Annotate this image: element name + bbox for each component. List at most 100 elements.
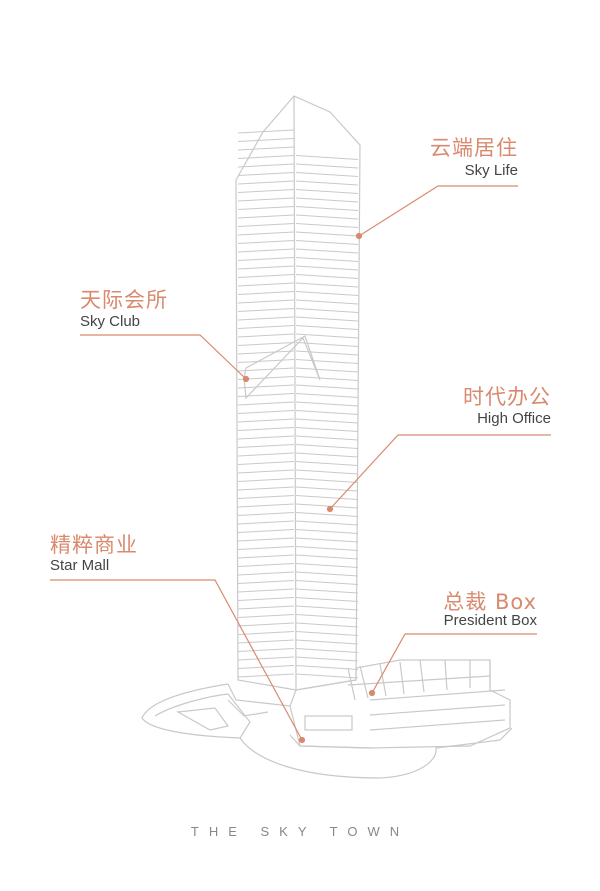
floor-line-east	[295, 648, 359, 653]
floor-line-east	[295, 588, 359, 594]
floor-line-west	[237, 648, 295, 652]
floor-line-west	[237, 537, 295, 542]
floor-line-east	[295, 197, 359, 203]
floor-line-east	[295, 367, 359, 373]
high-office-title: 时代办公	[463, 385, 551, 409]
floor-line-east	[295, 605, 359, 611]
sky-life-leader	[358, 185, 518, 237]
floor-line-east	[295, 291, 359, 296]
floor-line-west	[237, 580, 295, 584]
floor-line-west	[237, 316, 295, 321]
floor-line-west	[237, 486, 295, 491]
floor-line-east	[295, 597, 359, 602]
floor-line-east	[295, 469, 359, 475]
floor-line-east	[295, 656, 359, 662]
floor-line-east	[295, 248, 359, 254]
floor-line-west	[237, 359, 295, 363]
floor-line-east	[295, 410, 359, 415]
floor-line-east	[295, 350, 359, 356]
star-mall-dot	[298, 736, 306, 744]
floor-line-east	[295, 512, 359, 517]
floor-line-west	[237, 274, 295, 278]
floor-line-west	[237, 520, 295, 525]
floor-line-east	[295, 546, 359, 551]
floor-line-west	[237, 495, 295, 499]
floor-line-west	[237, 257, 295, 261]
floor-line-east	[295, 282, 359, 288]
floor-line-east	[295, 257, 359, 262]
floor-line-west	[237, 240, 295, 244]
floor-line-west	[237, 571, 295, 576]
floor-line-east	[295, 622, 359, 628]
floor-line-east	[295, 155, 359, 160]
floor-line-east	[295, 359, 359, 364]
sky-life-title: 云端居住	[430, 136, 518, 160]
floor-line-west	[237, 554, 295, 559]
floor-line-east	[295, 571, 359, 577]
floor-line-east	[295, 265, 359, 271]
floor-line-east	[295, 180, 359, 186]
floor-line-west	[237, 350, 295, 355]
floor-line-west	[237, 138, 295, 142]
floor-line-east	[295, 614, 359, 619]
floor-line-east	[295, 376, 359, 381]
sky-life-subtitle: Sky Life	[464, 162, 518, 179]
floor-line-west	[237, 384, 295, 389]
floor-line-west	[237, 673, 295, 678]
floor-line-east	[295, 333, 359, 339]
high-office-subtitle: High Office	[477, 410, 551, 427]
floor-line-west	[237, 163, 295, 168]
floor-line-west	[237, 597, 295, 601]
floor-line-east	[295, 537, 359, 543]
floor-line-east	[295, 325, 359, 330]
floor-line-west	[237, 291, 295, 295]
floor-line-east	[295, 665, 359, 670]
floor-line-east	[295, 478, 359, 483]
floor-line-east	[295, 393, 359, 398]
floor-line-west	[237, 665, 295, 669]
floor-line-west	[237, 265, 295, 270]
floor-line-east	[295, 639, 359, 645]
floor-line-west	[237, 444, 295, 448]
floor-line-west	[237, 461, 295, 465]
floor-line-west	[237, 282, 295, 287]
star-mall-leader	[50, 579, 303, 741]
floor-line-east	[295, 189, 359, 194]
floor-line-west	[237, 410, 295, 414]
floor-line-east	[295, 231, 359, 237]
floor-line-west	[237, 299, 295, 304]
floor-line-east	[295, 206, 359, 211]
floor-line-west	[237, 614, 295, 618]
floor-line-west	[237, 401, 295, 406]
leader-lines	[50, 185, 551, 744]
sky-club-leader	[80, 334, 247, 380]
high-office-dot	[326, 505, 334, 513]
floor-line-east	[295, 580, 359, 585]
floor-line-east	[295, 172, 359, 177]
floor-line-west	[237, 503, 295, 508]
floor-line-west	[237, 214, 295, 219]
floor-line-west	[237, 248, 295, 253]
floor-line-east	[295, 299, 359, 305]
floor-line-east	[295, 274, 359, 279]
floor-line-east	[295, 554, 359, 560]
president-box-dot	[368, 689, 376, 697]
floor-line-east	[295, 240, 359, 245]
floor-line-west	[237, 333, 295, 338]
floor-line-east	[295, 529, 359, 534]
floor-line-west	[237, 452, 295, 457]
star-mall-title: 精粹商业	[50, 533, 138, 557]
floor-line-east	[295, 427, 359, 432]
president-box-title: 总裁 Box	[443, 590, 537, 614]
high-office-leader	[329, 434, 551, 510]
floor-line-east	[295, 461, 359, 466]
floor-line-east	[295, 401, 359, 407]
floor-line-west	[237, 393, 295, 397]
sky-club-dot	[242, 375, 250, 383]
tower-outline	[141, 95, 513, 779]
floor-line-east	[295, 444, 359, 449]
president-box-leader	[371, 633, 537, 694]
floor-line-west	[237, 418, 295, 423]
floor-line-west	[237, 172, 295, 176]
